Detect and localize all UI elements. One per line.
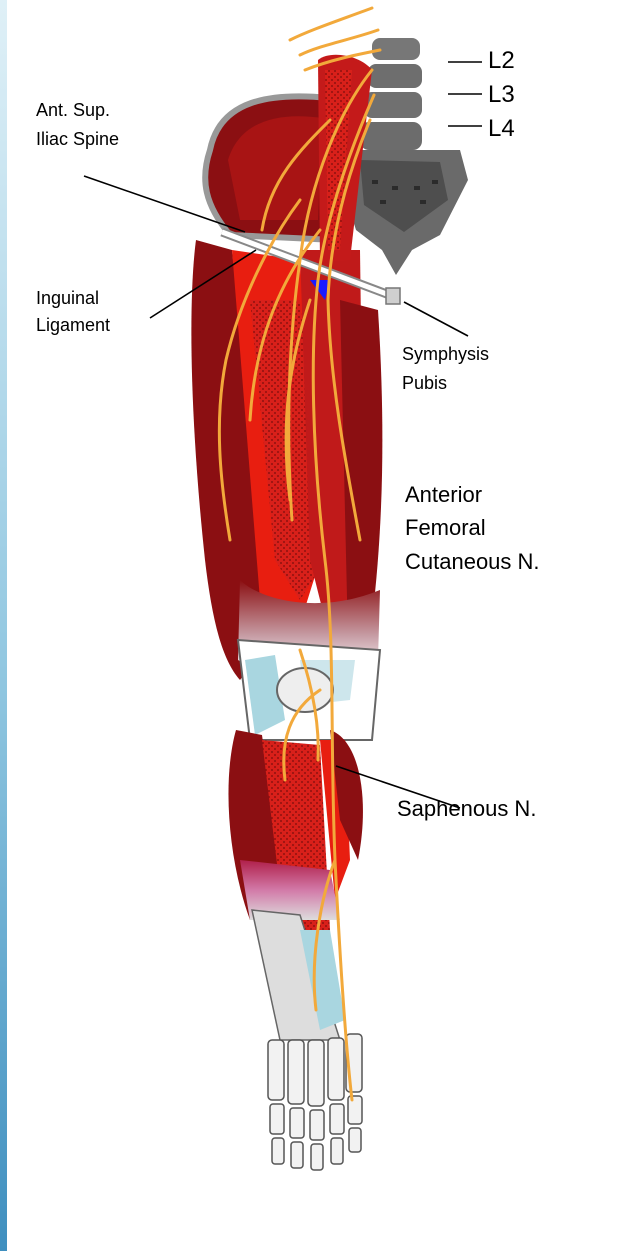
label-inguinal-line2: Ligament (36, 315, 110, 336)
label-symphysis-line1: Symphysis (402, 344, 489, 365)
label-asis-line1: Ant. Sup. (36, 100, 119, 121)
label-l3: L3 (488, 81, 515, 109)
label-symphysis-line2: Pubis (402, 373, 489, 394)
label-inguinal-line1: Inguinal (36, 288, 110, 309)
symphysis-marker (386, 288, 400, 304)
label-ant-sup-iliac-spine: Ant. Sup. Iliac Spine (36, 100, 119, 149)
label-l4: L4 (488, 115, 515, 143)
label-femoral-line2: Femoral (405, 515, 540, 540)
label-l2: L2 (488, 47, 515, 75)
knee (238, 640, 380, 740)
label-femoral-line1: Anterior (405, 482, 540, 507)
label-inguinal-ligament: Inguinal Ligament (36, 288, 110, 335)
patella (277, 668, 333, 712)
label-anterior-femoral-cutaneous-n: Anterior Femoral Cutaneous N. (405, 482, 540, 574)
label-saphenous-n: Saphenous N. (397, 796, 536, 821)
label-asis-line2: Iliac Spine (36, 129, 119, 150)
label-femoral-line3: Cutaneous N. (405, 549, 540, 574)
label-symphysis-pubis: Symphysis Pubis (402, 344, 489, 393)
